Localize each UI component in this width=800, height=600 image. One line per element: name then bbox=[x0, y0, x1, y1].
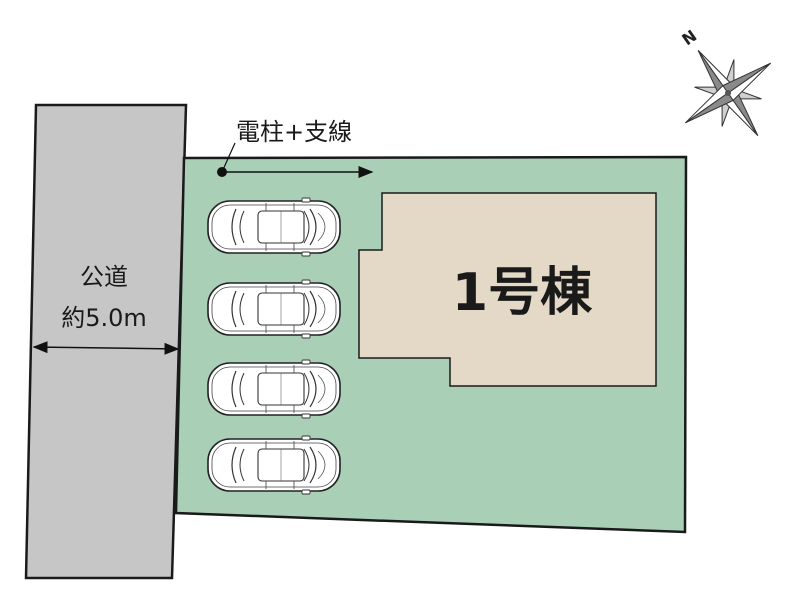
building-1-label: 1号棟 bbox=[452, 263, 593, 323]
utility-pole-label: 電柱+支線 bbox=[236, 118, 352, 146]
parking-space-4 bbox=[207, 435, 341, 495]
public-road bbox=[24, 103, 188, 580]
parking-space-1 bbox=[207, 197, 341, 257]
compass-north-label: N bbox=[678, 26, 700, 49]
parking-space-3 bbox=[207, 359, 341, 419]
parking-space-2 bbox=[207, 279, 341, 339]
utility-pole-marker bbox=[217, 142, 374, 178]
road-width-label: 約5.0m bbox=[61, 304, 147, 332]
building-1-footprint bbox=[358, 192, 657, 387]
compass-rose-icon: N bbox=[678, 26, 771, 136]
road-name-label: 公道 bbox=[80, 263, 128, 291]
road-width-dimension bbox=[32, 341, 180, 355]
